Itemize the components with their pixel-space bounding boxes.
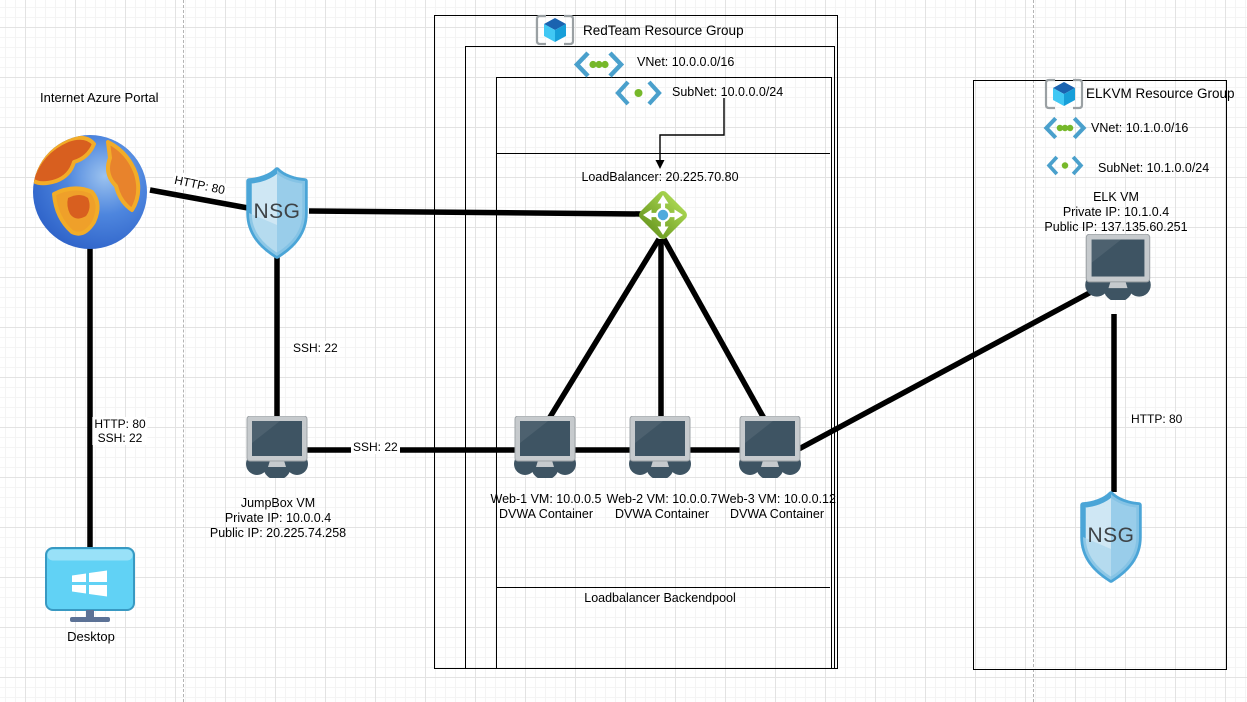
desktop-icon[interactable] [45, 547, 135, 623]
nsg-left-label: NSG [253, 200, 301, 223]
page-divider-left [183, 0, 184, 702]
edge-label-desktop-http: HTTP: 80 [94, 417, 146, 431]
elk-vm-icon[interactable] [1081, 233, 1155, 302]
edge-label-internet-desktop: HTTP: 80 SSH: 22 [92, 417, 148, 445]
redteam-group-title: RedTeam Resource Group [583, 23, 744, 38]
web3-name: Web-3 VM: 10.0.0.12 [718, 492, 836, 506]
web3-label: Web-3 VM: 10.0.0.12 DVWA Container [718, 492, 836, 522]
edge-internet-nsg[interactable] [149, 187, 249, 211]
web2-name: Web-2 VM: 10.0.0.7 [606, 492, 718, 506]
web2-container: DVWA Container [614, 507, 710, 521]
jumpbox-name: JumpBox VM [240, 496, 316, 510]
web1-label: Web-1 VM: 10.0.0.5 DVWA Container [491, 492, 602, 522]
elkvm-resource-group-box[interactable] [973, 80, 1227, 670]
resource-group-cube-icon-redteam[interactable] [535, 14, 575, 46]
elk-vm-label: ELK VM Private IP: 10.1.0.4 Public IP: 1… [1044, 190, 1187, 235]
jumpbox-vm-icon[interactable] [242, 415, 312, 480]
loadbalancer-box-top-line[interactable] [496, 153, 830, 154]
edge-loadbalancer-web1[interactable] [544, 237, 662, 424]
edge-label-nsg-jumpbox: SSH: 22 [291, 341, 340, 355]
windows-logo-icon [72, 570, 107, 597]
vnet-icon-redteam[interactable] [573, 51, 625, 78]
vnet-icon-elkvm[interactable] [1043, 116, 1087, 140]
elk-name: ELK VM [1093, 190, 1139, 204]
jumpbox-label: JumpBox VM Private IP: 10.0.0.4 Public I… [210, 496, 346, 541]
globe-icon[interactable] [30, 132, 150, 252]
edge-nsg-loadbalancer[interactable] [308, 208, 643, 217]
loadbalancer-label: LoadBalancer: 20.225.70.80 [581, 170, 739, 184]
elkvm-group-title: ELKVM Resource Group [1086, 86, 1235, 101]
backendpool-label: Loadbalancer Backendpool [584, 591, 736, 605]
elkvm-vnet-label: VNet: 10.1.0.0/16 [1091, 121, 1189, 135]
nsg-left-shield-icon[interactable]: NSG [243, 167, 311, 259]
nsg-right-shield-icon[interactable]: NSG [1077, 491, 1145, 583]
desktop-label: Desktop [67, 629, 115, 644]
edge-label-elk-nsg: HTTP: 80 [1129, 412, 1185, 426]
edge-label-jumpbox-webpool: SSH: 22 [351, 440, 400, 454]
edge-loadbalancer-web3[interactable] [661, 237, 769, 424]
web1-name: Web-1 VM: 10.0.0.5 [490, 492, 602, 506]
redteam-subnet-label: SubNet: 10.0.0.0/24 [672, 85, 784, 99]
elk-private-ip: Private IP: 10.1.0.4 [1062, 205, 1170, 219]
backendpool-divider-line[interactable] [496, 587, 830, 588]
edge-subnet-loadbalancer-arrow[interactable] [655, 98, 725, 169]
redteam-vnet-label: VNet: 10.0.0.0/16 [637, 55, 735, 69]
web1-container: DVWA Container [498, 507, 594, 521]
web3-container: DVWA Container [729, 507, 825, 521]
web3-vm-icon[interactable] [735, 415, 805, 480]
web2-vm-icon[interactable] [625, 415, 695, 480]
web2-label: Web-2 VM: 10.0.0.7 DVWA Container [607, 492, 718, 522]
web1-vm-icon[interactable] [510, 415, 580, 480]
jumpbox-private-ip: Private IP: 10.0.0.4 [224, 511, 332, 525]
subnet-icon-redteam[interactable] [614, 80, 663, 106]
nsg-right-label: NSG [1087, 524, 1135, 547]
edge-web3-elk[interactable] [795, 288, 1095, 453]
resource-group-cube-icon-elkvm[interactable] [1044, 78, 1084, 110]
internet-label: Internet Azure Portal [40, 90, 159, 105]
redteam-subnet-box[interactable] [496, 77, 832, 669]
loadbalancer-icon[interactable] [635, 187, 691, 243]
subnet-icon-elkvm[interactable] [1046, 154, 1084, 177]
elkvm-subnet-label: SubNet: 10.1.0.0/24 [1098, 161, 1210, 175]
page-divider-right [1033, 0, 1034, 702]
jumpbox-public-ip: Public IP: 20.225.74.258 [209, 526, 347, 540]
edge-label-desktop-ssh: SSH: 22 [97, 431, 143, 445]
elk-public-ip: Public IP: 137.135.60.251 [1044, 220, 1188, 234]
